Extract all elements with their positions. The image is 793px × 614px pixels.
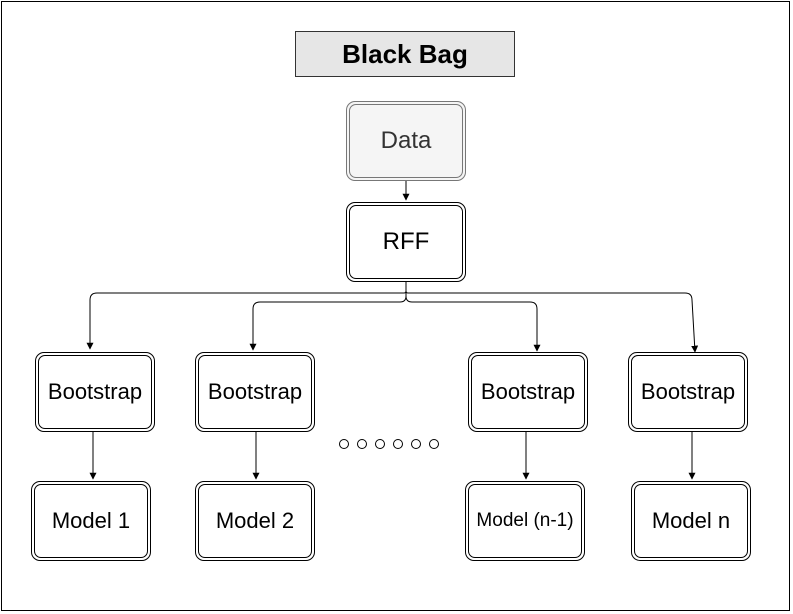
ellipsis-dot [393,439,403,449]
model-label: Model 2 [215,508,295,533]
bootstrap-node-4[interactable]: Bootstrap [628,352,748,432]
bootstrap-node-3[interactable]: Bootstrap [468,352,588,432]
ellipsis-dot [357,439,367,449]
model-label: Model (n-1) [476,510,574,531]
ellipsis-dots [339,439,439,449]
bootstrap-node-1[interactable]: Bootstrap [35,352,155,432]
bootstrap-label: Bootstrap [640,379,736,404]
model-node-4[interactable]: Model n [631,481,751,561]
ellipsis-dot [339,439,349,449]
model-label: Model 1 [51,508,131,533]
data-node-label: Data [380,127,432,154]
rff-node-label: RFF [382,228,430,255]
ellipsis-dot [375,439,385,449]
ellipsis-dot [411,439,421,449]
bootstrap-label: Bootstrap [207,379,303,404]
model-node-1[interactable]: Model 1 [31,481,151,561]
rff-node[interactable]: RFF [346,202,466,282]
diagram-title: Black Bag [295,31,515,77]
bootstrap-node-2[interactable]: Bootstrap [195,352,315,432]
bootstrap-label: Bootstrap [480,379,576,404]
model-node-2[interactable]: Model 2 [195,481,315,561]
model-node-3[interactable]: Model (n-1) [465,481,585,561]
bootstrap-label: Bootstrap [47,379,143,404]
data-node[interactable]: Data [346,101,466,181]
model-label: Model n [651,508,731,533]
ellipsis-dot [429,439,439,449]
